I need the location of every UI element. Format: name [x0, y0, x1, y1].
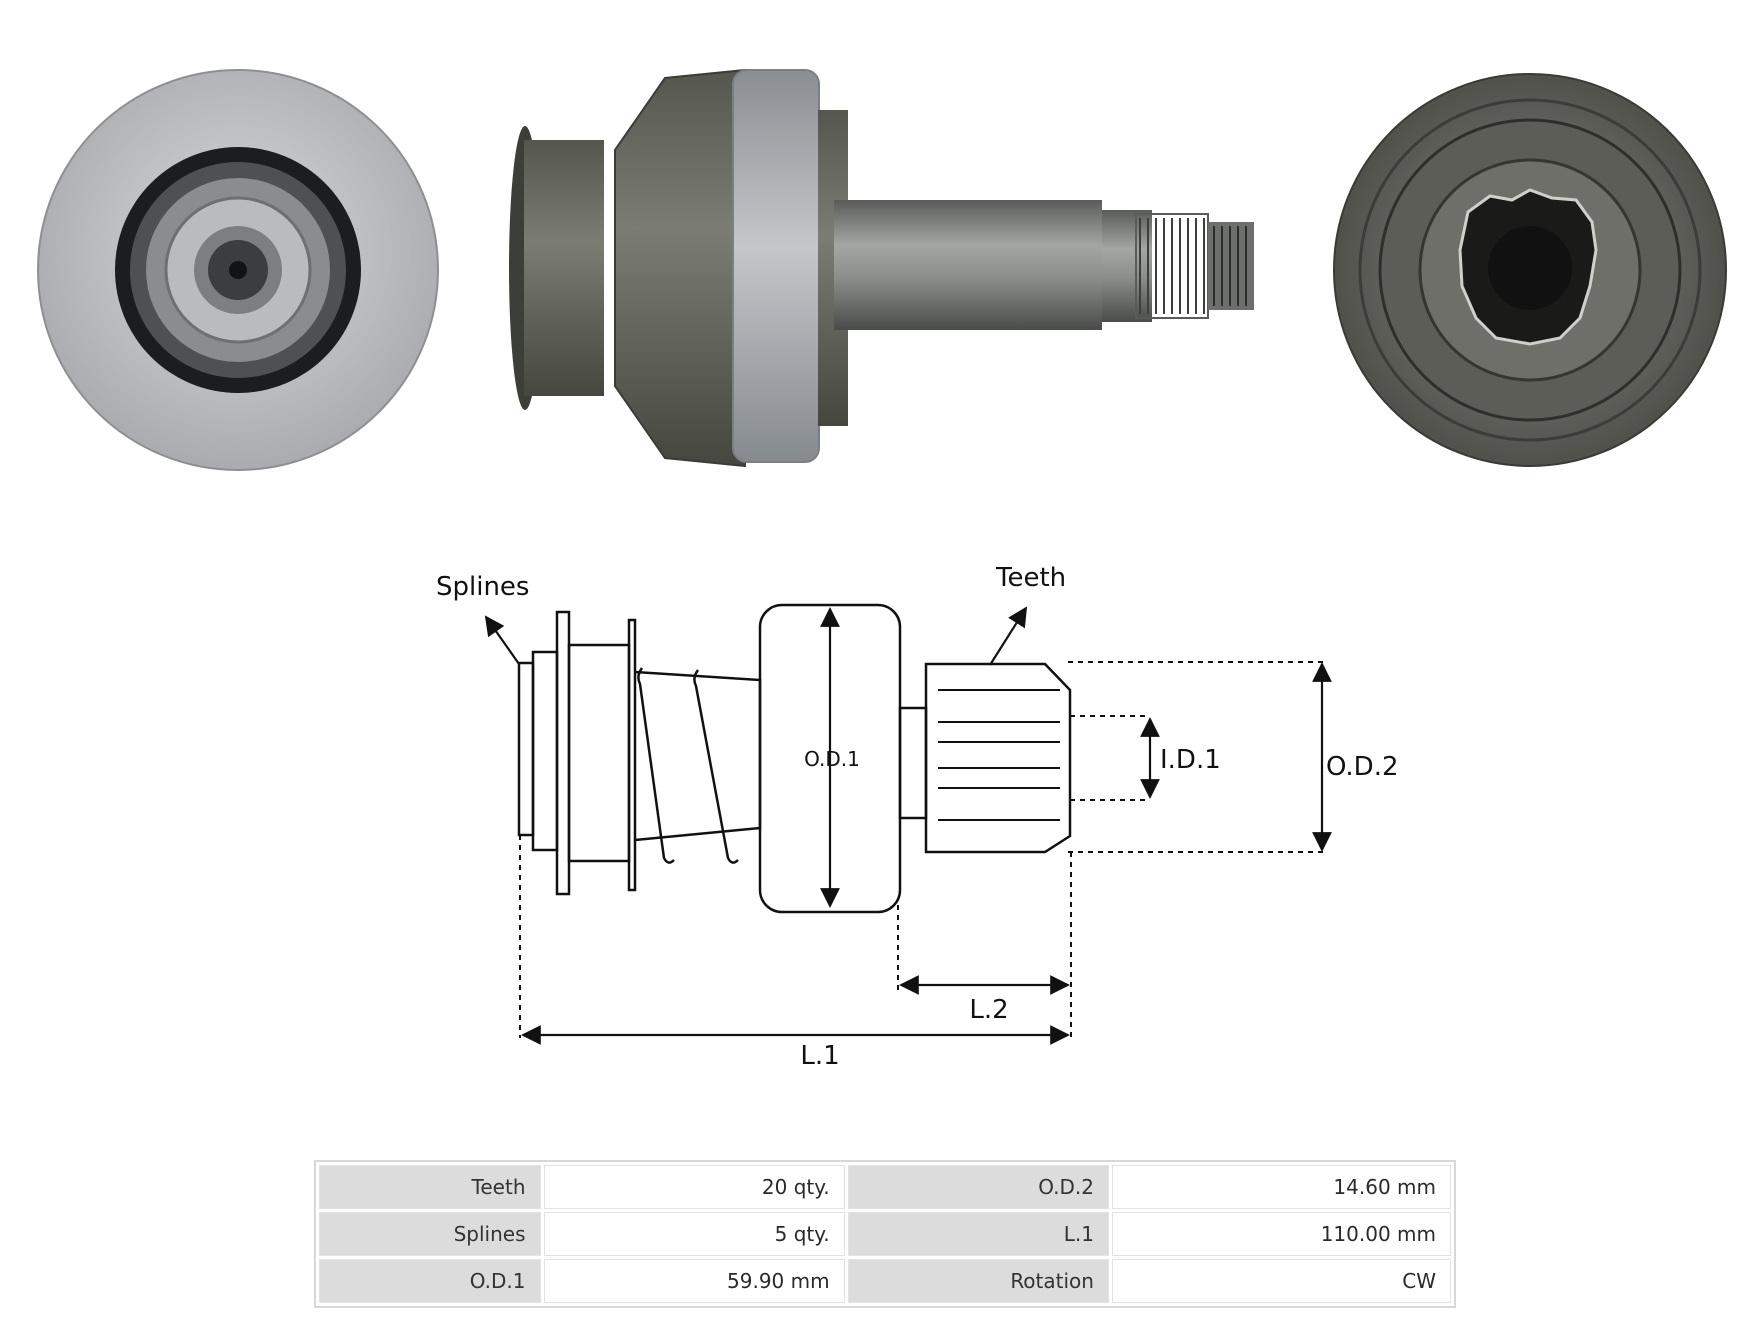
- spec-value: CW: [1111, 1259, 1451, 1303]
- spec-label: L.1: [847, 1212, 1109, 1256]
- splines-label: Splines: [436, 572, 529, 602]
- id1-label: I.D.1: [1160, 745, 1221, 775]
- front-collar: [627, 618, 637, 892]
- rear-collar: [555, 610, 571, 896]
- spec-value: 110.00 mm: [1111, 1212, 1451, 1256]
- splined-tail: [517, 661, 535, 837]
- technical-diagram: Splines Teeth O.D.1 I.D.1 O.D.2 L.2 L.1: [436, 563, 1399, 1071]
- teeth-leader: [989, 606, 1028, 666]
- teeth-label: Teeth: [995, 563, 1066, 593]
- spec-table: Teeth 20 qty. O.D.2 14.60 mm Splines 5 q…: [314, 1160, 1456, 1308]
- od1-label: O.D.1: [804, 747, 860, 771]
- rear-flange: [531, 650, 559, 852]
- spec-value: 59.90 mm: [543, 1259, 845, 1303]
- spec-value: 5 qty.: [543, 1212, 845, 1256]
- table-row: Splines 5 qty. L.1 110.00 mm: [319, 1212, 1451, 1256]
- od2-label: O.D.2: [1326, 752, 1399, 782]
- splines-leader: [484, 615, 520, 665]
- l2-label: L.2: [969, 995, 1008, 1025]
- spec-label: Splines: [319, 1212, 541, 1256]
- spec-label: Teeth: [319, 1165, 541, 1209]
- spec-label: Rotation: [847, 1259, 1109, 1303]
- spec-value: 14.60 mm: [1111, 1165, 1451, 1209]
- spec-label: O.D.1: [319, 1259, 541, 1303]
- sleeve: [567, 643, 631, 863]
- pinion: [924, 662, 1072, 854]
- spec-label: O.D.2: [847, 1165, 1109, 1209]
- pinion-end-view-photo: [1333, 73, 1727, 467]
- side-view-photo: [509, 68, 1254, 468]
- neck: [898, 706, 928, 820]
- table-row: O.D.1 59.90 mm Rotation CW: [319, 1259, 1451, 1303]
- front-view-photo: [37, 69, 439, 471]
- product-photos: [37, 68, 1727, 471]
- l1-label: L.1: [800, 1041, 839, 1071]
- spec-value: 20 qty.: [543, 1165, 845, 1209]
- table-row: Teeth 20 qty. O.D.2 14.60 mm: [319, 1165, 1451, 1209]
